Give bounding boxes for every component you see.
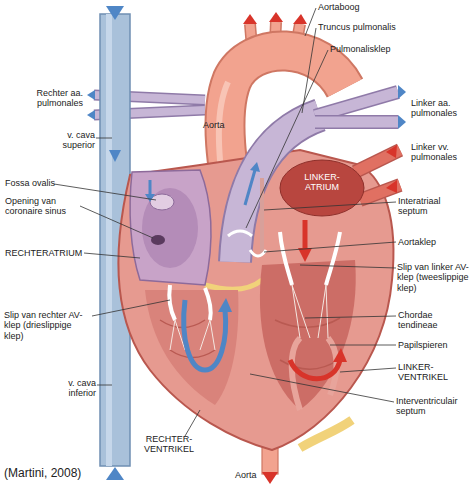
right-pulmonary-artery-part [87,90,95,100]
valves-part [280,232,292,285]
aorta-part [269,12,283,22]
leader-lines-part [264,202,396,210]
leader-lines-part [330,345,396,346]
part-label: LINKER- VENTRIKEL [398,362,460,383]
valves-part [250,250,266,256]
right-atrium [130,170,211,285]
pulmonary-veins-part [386,145,397,158]
valves-part [170,320,215,350]
leader-lines-part [96,138,112,139]
part-label: Interventriculair septum [396,396,470,417]
pulmonary-veins-part [386,180,397,193]
vena-cava-part [106,467,124,480]
aorta-part [262,472,278,484]
vena-cava-part [106,14,112,466]
source-caption: (Martini, 2008) [4,466,81,480]
part-label: LINKER- ATRIUM [298,172,346,193]
leader-lines-part [264,242,396,252]
ventricles-part [145,290,238,405]
leader-lines-part [302,28,316,113]
part-label: RECHTERATRIUM [5,248,82,258]
flow-arrows-part [303,220,308,250]
right-atrium-part [150,194,174,210]
heart-body-part [300,420,352,448]
left-atrium [262,160,364,255]
leader-lines-part [80,206,153,238]
right-atrium-part [149,180,152,195]
part-label: Papilspieren [398,340,448,350]
part-label: Aorta [203,120,225,130]
valves [169,232,340,350]
part-label: Linker aa. pulmonales [411,98,471,119]
leader-lines-part [300,265,396,268]
part-label: Aortaklep [398,237,436,247]
right-atrium-part [130,170,211,285]
left-atrium-part [280,160,364,216]
leader-lines [54,8,396,436]
aorta-part [293,14,307,24]
ventricles-part [260,260,356,410]
right-atrium-part [142,188,198,268]
flow-arrows-part [333,348,347,362]
pulmonary-trunk-part [315,115,398,129]
valves-part [326,232,340,285]
pulmonary-trunk-part [315,92,398,116]
ventricles [145,260,356,410]
part-label: v. cava superior [45,130,95,151]
aorta-part [243,14,257,24]
part-label: Slip van rechter AV-klep (drieslippige k… [4,310,90,341]
leader-lines-part [84,253,140,258]
flow-arrows-part [218,298,232,312]
leader-lines-part [340,368,396,372]
pulmonary-trunk-part [228,231,252,236]
part-label: Interatriaal septum [398,196,468,217]
flow-arrows-part [290,360,340,379]
vena-cava-part [106,6,124,20]
leader-lines-part [305,316,396,318]
part-label: RECHTER- VENTRIKEL [138,434,200,455]
pulmonary-trunk [228,85,406,262]
heart-body-part [205,280,262,289]
leader-lines-part [92,300,170,316]
part-label: Aorta [235,470,257,480]
pulmonary-trunk-part [245,170,255,205]
right-pulmonary-artery-part [87,110,95,120]
right-atrium-part [151,235,165,245]
pulmonary-trunk-part [315,117,398,128]
pulmonary-trunk-part [250,162,260,172]
leader-lines-part [246,50,328,228]
leader-lines-part [97,385,112,386]
pulmonary-trunk-part [398,85,406,99]
valves-part [169,285,211,320]
right-atrium-part [145,194,155,202]
valves-part [292,285,328,338]
part-label: Slip van linker AV-klep (tweeslippige kl… [397,262,471,293]
flow-arrows-part [298,248,312,262]
part-label: Pulmonalisklep [330,44,391,54]
flow-arrows [184,220,347,379]
part-label: Aortaboog [318,2,360,12]
leader-lines-part [305,8,316,36]
part-label: v. cava inferior [50,378,96,399]
part-label: Truncus pulmonalis [318,22,396,32]
part-label: Linker vv. pulmonales [411,142,471,163]
vena-cava-part [109,150,121,162]
part-label: Opening van coronaire sinus [5,196,77,217]
leader-lines-part [185,410,200,436]
part-label: Fossa ovalis [5,178,55,188]
pulmonary-trunk-part [315,92,398,116]
leader-lines-part [250,374,394,402]
leader-lines-part [54,184,156,200]
part-label: Chordae tendineae [398,310,468,331]
pulmonary-trunk-part [398,115,406,129]
part-label: Rechter aa. pulmonales [3,88,83,109]
